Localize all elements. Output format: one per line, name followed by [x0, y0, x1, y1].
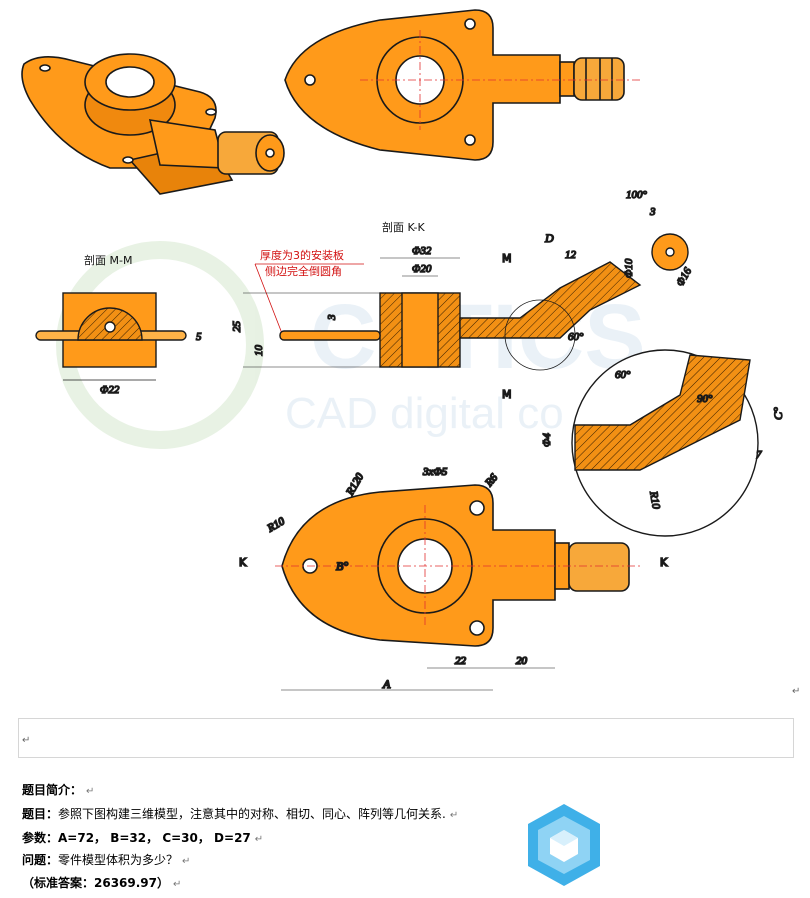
dim-90: 90° — [697, 393, 713, 405]
dim-d20: Φ20 — [412, 263, 432, 275]
dim-5: 5 — [196, 331, 202, 343]
dim-r10a: R10 — [265, 515, 288, 535]
dim-B: B° — [336, 559, 348, 573]
return-mark: ↵ — [254, 834, 264, 845]
question-label: 问题： — [22, 853, 59, 867]
dim-12: 12 — [565, 249, 577, 261]
empty-frame: ↵ — [18, 718, 794, 758]
note-line-2: 侧边完全倒圆角 — [265, 264, 342, 278]
knob-end-view: 100° 3 Φ16 — [625, 188, 695, 289]
return-mark: ↵ — [173, 879, 182, 890]
return-mark: ↵ — [182, 856, 191, 867]
return-mark: ↵ — [86, 786, 95, 797]
intro-line: 题目简介：↵ — [22, 782, 94, 800]
dim-10: 10 — [253, 345, 265, 357]
topic-label: 题目： — [22, 807, 59, 821]
params-label: 参数： — [22, 831, 59, 845]
dim-C: C° — [771, 407, 785, 420]
watermark-sub-text: CAD digital co — [285, 389, 564, 438]
section-kk-title: 剖面 K-K — [382, 220, 426, 234]
dim-3: 3 — [326, 314, 338, 321]
return-mark: ↵ — [449, 810, 459, 821]
dim-d10: Φ10 — [623, 258, 635, 278]
dim-holes: 3xΦ5 — [422, 466, 448, 478]
dim-20: 20 — [516, 655, 528, 667]
dim-100: 100° — [626, 189, 648, 201]
dim-r10b: R10 — [647, 489, 662, 510]
question-line: 问题：零件模型体积为多少？↵ — [22, 852, 190, 870]
topic-line: 题目：参照下图构建三维模型，注意其中的对称、相切、同心、阵列等几何关系.↵ — [22, 806, 458, 824]
mark-k-right: K — [660, 556, 668, 569]
mark-m-top: M — [502, 252, 512, 265]
params-text: A=72， B=32， C=30， D=27 — [58, 831, 251, 845]
detail-view: 60° 90° Φ4 7 R10 C° — [540, 349, 786, 537]
dim-A: A — [382, 677, 391, 691]
mark-k-left: K — [239, 556, 247, 569]
params-line: 参数：A=72， B=32， C=30， D=27↵ — [22, 830, 263, 848]
mark-m-bottom: M — [502, 388, 512, 401]
answer-text: （标准答案：26369.97） — [22, 876, 170, 890]
bottom-view-part: A 22 20 B° R10 R120 3xΦ5 R6 K K — [238, 465, 669, 692]
watermark: CATICS CAD digital co — [56, 241, 646, 449]
dim-d22: Φ22 — [100, 384, 120, 396]
answer-line: （标准答案：26369.97）↵ — [22, 875, 181, 893]
dim-3b: 3 — [649, 206, 656, 218]
dim-22: 22 — [455, 655, 467, 667]
dim-d4: Φ4 — [541, 433, 553, 447]
topic-text: 参照下图构建三维模型，注意其中的对称、相切、同心、阵列等几何关系. — [58, 807, 446, 821]
return-mark: ↵ — [22, 735, 31, 746]
dim-d32: Φ32 — [412, 245, 432, 257]
iso-view-part — [21, 53, 285, 195]
dim-60a: 60° — [568, 331, 584, 343]
return-mark: ↵ — [792, 686, 801, 697]
question-text: 零件模型体积为多少？ — [58, 853, 179, 867]
note-line-1: 厚度为3的安装板 — [260, 248, 344, 262]
section-mm-view: Φ22 5 — [35, 292, 203, 397]
section-mm-title: 剖面 M-M — [84, 253, 132, 267]
top-view-part — [284, 9, 640, 161]
dim-25: 25 — [231, 321, 243, 333]
note-callout: 厚度为3的安装板 侧边完全倒圆角 — [254, 248, 364, 337]
dim-7: 7 — [756, 449, 762, 461]
dim-D: D — [544, 231, 554, 245]
dim-60b: 60° — [615, 369, 631, 381]
intro-label: 题目简介： — [22, 783, 83, 797]
section-kk-view: Φ32 Φ20 25 10 3 M M D 12 Φ10 60° — [230, 230, 642, 402]
cube-logo — [528, 804, 600, 886]
engineering-drawing: CATICS CAD digital co 剖面 K-K 剖面 M-M 厚度为 — [21, 9, 786, 692]
